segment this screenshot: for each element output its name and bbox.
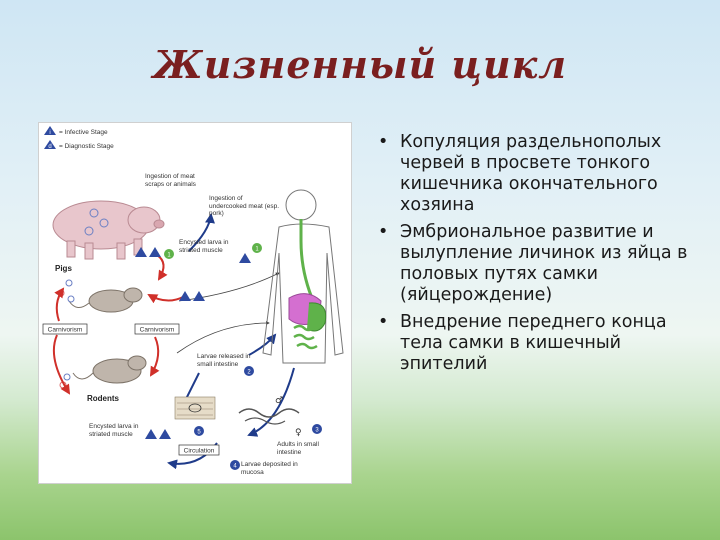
larvae-deposited-caption: Larvae deposited in mucosa: [241, 461, 298, 476]
infective-symbol: i: [49, 130, 50, 136]
life-cycle-svg: i = Infective Stage d = Diagnostic Stage…: [42, 126, 344, 476]
carnivorism-left-label: Carnivorism: [48, 327, 83, 334]
legend: i = Infective Stage d = Diagnostic Stage: [44, 126, 114, 150]
cycle-arrow-blue-4: [247, 367, 295, 437]
larvae-deposited-box: Larvae deposited in mucosa: [241, 461, 298, 476]
ingestion-scraps-box: Ingestion of meat scraps or animals: [145, 173, 196, 188]
connector-arrow-2: [176, 321, 270, 354]
adult-worms-illustration: ♂ ♀: [238, 396, 302, 438]
bullet-dot: •: [378, 132, 389, 152]
rat-illustration-bottom: [59, 355, 147, 389]
stage-1b-number: 1: [255, 247, 259, 253]
cycle-arrow-red-4: [149, 336, 160, 377]
pig-illustration: [52, 200, 165, 260]
stage-1-number: 1: [167, 253, 171, 259]
adults-caption: Adults in small intestine: [277, 441, 319, 456]
legend-diagnostic-label: = Diagnostic Stage: [59, 143, 114, 150]
bullet-text-embryonic-development: Эмбриональное развитие и вылупление личи…: [400, 222, 688, 305]
male-symbol: ♂: [275, 396, 283, 406]
stage-3-circle-icon: [312, 424, 322, 434]
adults-box: Adults in small intestine: [277, 441, 319, 456]
trichinella-life-cycle-diagram: i = Infective Stage d = Diagnostic Stage…: [38, 122, 352, 484]
stage-1-circle-icon: [164, 249, 174, 259]
bullet-list: • Копуляция раздельнополых червей в просв…: [372, 132, 702, 381]
circulation-box: [178, 444, 220, 456]
stage-5-circle-icon: [194, 426, 204, 436]
encysted-bottom-box: Encysted larva in striated muscle: [89, 423, 139, 438]
cycle-arrow-red-3: [52, 334, 71, 395]
ingestion-meat-box: Ingestion of undercooked meat (esp. pork…: [209, 195, 280, 217]
carnivorism-box-left: [42, 323, 88, 335]
cycle-arrow-red-1: [156, 254, 168, 281]
bullet-item: • Эмбриональное развитие и вылупление лич…: [372, 222, 702, 306]
stage-2-number: 2: [247, 370, 251, 376]
rat-illustration-top: [57, 279, 143, 313]
female-symbol: ♀: [295, 428, 302, 438]
carnivorism-right-label: Carnivorism: [140, 327, 175, 334]
bullet-item: • Внедрение переднего конца тела самки в …: [372, 312, 702, 375]
stage-2-circle-icon: [244, 366, 254, 376]
cycle-arrow-blue-1: [188, 213, 215, 252]
stage-4-number: 4: [233, 464, 237, 470]
bullet-text-penetration: Внедрение переднего конца тела самки в к…: [400, 312, 667, 374]
human-silhouette: [262, 189, 344, 364]
larvae-released-box: Larvae released in small intestine: [197, 353, 251, 368]
infective-stage-triangle-icon: [44, 126, 56, 135]
stage-1b-circle-icon: [252, 243, 262, 253]
encysted-top-box: Encysted larva in striated muscle: [179, 239, 229, 254]
connector-arrow-1: [178, 272, 280, 302]
bullet-text-copulation: Копуляция раздельнополых червей в просве…: [400, 132, 662, 215]
diagnostic-symbol: d: [48, 144, 51, 150]
bullet-dot: •: [378, 222, 389, 242]
pigs-label: Pigs: [55, 264, 72, 273]
stage-3-number: 3: [315, 428, 319, 434]
diagnostic-stage-triangle-icon: [44, 140, 56, 149]
cycle-arrow-red-2: [147, 294, 184, 304]
circulation-label: Circulation: [184, 448, 215, 455]
stage-markers: 1 1 2 3 4 5: [135, 243, 322, 470]
slide-title: Жизненный цикл: [152, 42, 568, 87]
encysted-larva-bottom-caption: Encysted larva in striated muscle: [89, 423, 139, 438]
cycle-arrow-red-5: [54, 287, 65, 322]
ingestion-scraps-caption: Ingestion of meat scraps or animals: [145, 173, 196, 188]
legend-infective-label: = Infective Stage: [59, 129, 108, 136]
bullet-item: • Копуляция раздельнополых червей в просв…: [372, 132, 702, 216]
carnivorism-box-right: [134, 323, 180, 335]
rodents-label: Rodents: [87, 394, 120, 403]
larvae-released-caption: Larvae released in small intestine: [197, 353, 251, 368]
muscle-tissue-illustration: [174, 396, 216, 420]
bullet-dot: •: [378, 312, 389, 332]
encysted-larva-top-caption: Encysted larva in striated muscle: [179, 239, 229, 254]
ingestion-meat-caption: Ingestion of undercooked meat (esp. pork…: [209, 195, 280, 217]
stage-4-circle-icon: [230, 460, 240, 470]
stage-5-number: 5: [197, 430, 201, 436]
